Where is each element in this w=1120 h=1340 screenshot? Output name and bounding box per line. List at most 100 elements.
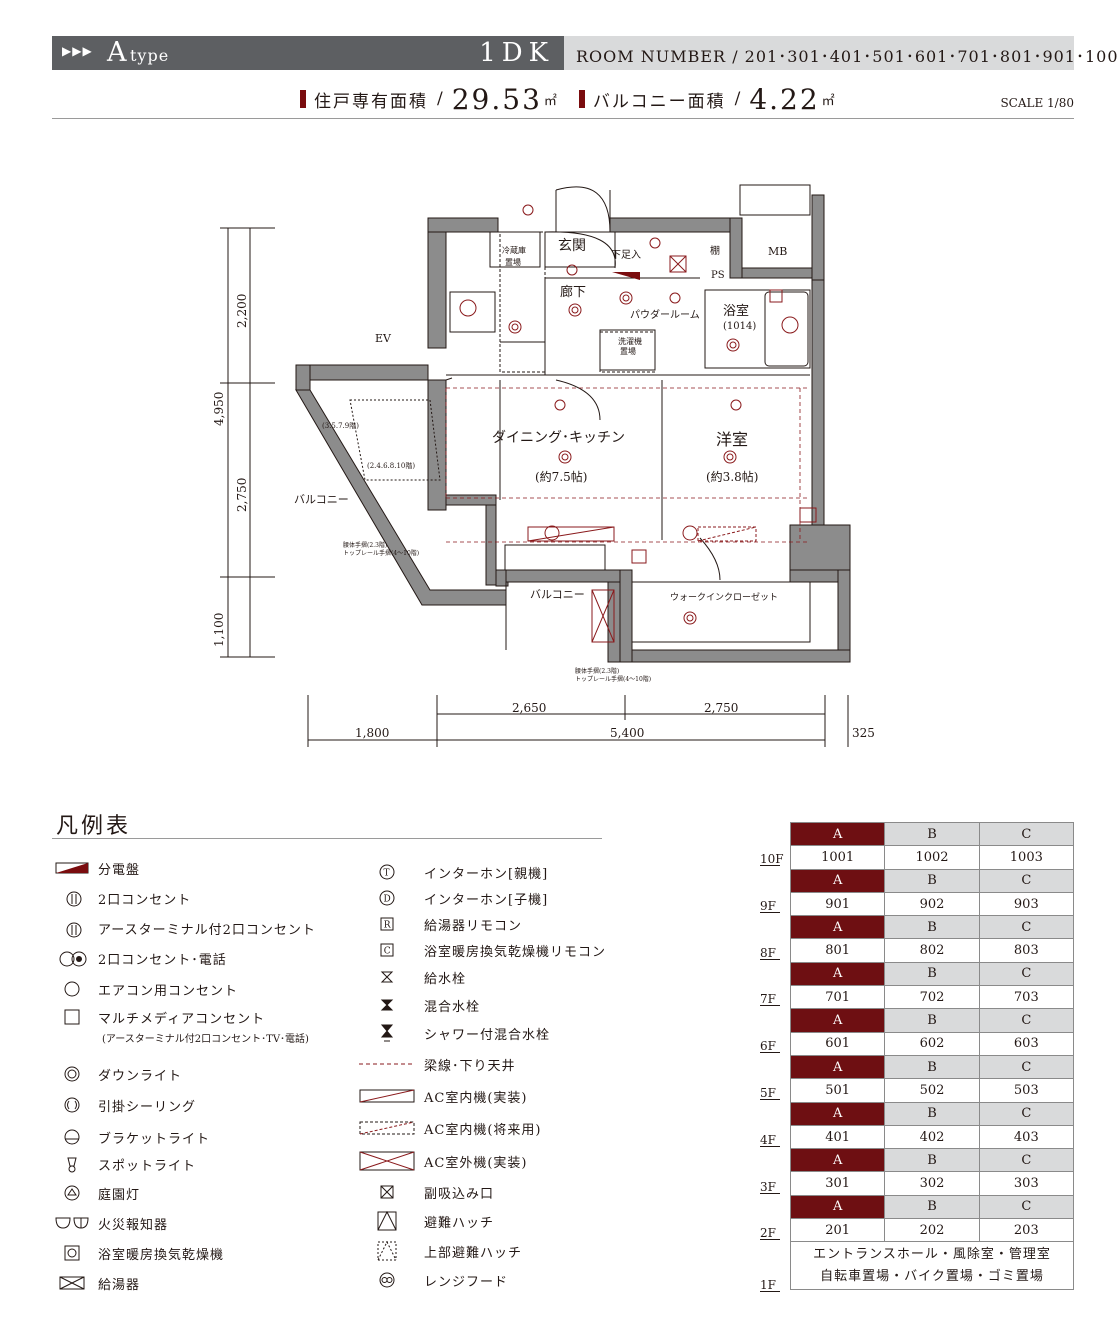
floor-plan: EV 玄関 下足入 冷蔵庫 置場 廊下 棚 PS MB パウダールーム 浴室 (… (212, 184, 875, 747)
ac-indoor-icon (356, 1086, 418, 1106)
rail-note-2: トップレール手摺(4〜10階) (343, 549, 419, 557)
floor-label: 7F (760, 993, 780, 1007)
type-word: type (130, 46, 170, 65)
bath-size: (1014) (723, 321, 756, 332)
legend-label: AC室内機(実装) (424, 1090, 528, 1106)
svg-text:C: C (384, 947, 391, 957)
room-cell: 902 (884, 891, 980, 917)
area-marker-icon (578, 90, 585, 108)
fire-alarm-icon (52, 1213, 92, 1233)
legend-item: 梁線･下り天井 (356, 1052, 516, 1076)
dim-v-total: 4,950 (212, 392, 226, 426)
outlet-2-icon (52, 888, 92, 908)
layout-label: 1DK (479, 38, 554, 68)
balcony-area-value: 4.22 (749, 82, 820, 116)
area-unit: ㎡ (821, 93, 835, 109)
balcony-south-label: バルコニー (530, 588, 585, 601)
western-room-label: 洋室 (716, 430, 748, 449)
room-cell: 402 (884, 1124, 980, 1150)
wic-label: ウォークインクローゼット (670, 591, 778, 603)
legend-item: AC室内機(実装) (356, 1084, 527, 1108)
room-cell: 601 (789, 1031, 886, 1056)
legend-label: 分電盤 (98, 862, 141, 878)
type-cell: C (978, 1194, 1075, 1220)
legend-item: 庭園灯 (52, 1181, 140, 1205)
legend-item: 上部避難ハッチ (356, 1239, 522, 1263)
ps-label: PS (711, 270, 725, 281)
type-cell: A (789, 1008, 886, 1033)
western-room-size: (約3.8帖) (706, 469, 758, 484)
legend-label: 2口コンセント･電話 (98, 952, 227, 968)
room-cell: 602 (884, 1031, 980, 1056)
room-cell: 701 (789, 985, 886, 1010)
legend-label: 引掛シーリング (98, 1099, 197, 1115)
ev-label: EV (375, 332, 392, 345)
room-number-text: ROOM NUMBER / 201･301･401･501･601･701･80… (576, 47, 1120, 66)
room-cell: 502 (884, 1078, 980, 1103)
legend-label: 上部避難ハッチ (424, 1245, 523, 1261)
legend-item: スポットライト (52, 1152, 196, 1176)
type-cell: B (884, 915, 980, 940)
legend-item: AC室内機(将来用) (356, 1116, 541, 1140)
area-summary: 住戸専有面積 / 29.53 ㎡ バルコニー面積 / 4.22 ㎡ (300, 82, 857, 116)
divider (52, 118, 1074, 119)
area-unit: ㎡ (543, 93, 557, 109)
legend-label: 庭園灯 (98, 1187, 141, 1203)
legend-item: 分電盤 (52, 856, 140, 880)
type-cell: C (978, 1054, 1075, 1080)
type-cell: A (789, 1148, 886, 1173)
legend-title: 凡例表 (56, 814, 132, 839)
multimedia-icon (52, 1007, 92, 1027)
legend-label: 火災報知器 (98, 1217, 169, 1233)
type-cell: B (884, 1008, 980, 1033)
dk-size: (約7.5帖) (535, 469, 587, 484)
legend-item: AC室外機(実装) (356, 1149, 527, 1173)
room-cell: 1003 (978, 845, 1075, 870)
type-cell: C (978, 961, 1075, 987)
floor-label: 3F (760, 1181, 780, 1194)
outlet-earth-icon (52, 918, 92, 938)
room-cell: 501 (789, 1078, 886, 1103)
floor-label: 8F (760, 947, 780, 960)
area-separator: / (437, 89, 443, 109)
spotlight-icon (52, 1154, 92, 1174)
dk-label: ダイニング･キッチン (492, 430, 625, 446)
area-separator: / (734, 89, 741, 109)
room-cell: 303 (978, 1171, 1075, 1196)
type-letter: A (107, 37, 127, 68)
intercom-slave-icon: D (356, 888, 418, 908)
ceiling-icon (52, 1095, 92, 1115)
bracket-light-icon (52, 1127, 92, 1147)
room-cell: 503 (978, 1078, 1075, 1103)
dim-h-total: 5,400 (610, 726, 644, 740)
legend-label: 梁線･下り天井 (424, 1058, 516, 1074)
legend-item: 混合水栓 (356, 993, 480, 1017)
type-cell: A (789, 1194, 886, 1220)
entrance-label: 玄関 (558, 237, 586, 254)
type-cell: B (884, 961, 980, 987)
legend-item: 副吸込み口 (356, 1180, 494, 1204)
room-cell: 802 (884, 938, 980, 963)
legend-item: エアコン用コンセント (52, 977, 238, 1001)
range-hood-icon (356, 1270, 418, 1290)
mb-label: MB (768, 245, 787, 258)
dim-h-a: 2,650 (512, 701, 546, 715)
type-cell: B (884, 1194, 980, 1220)
floor-label: 6F (760, 1040, 780, 1054)
legend-label: AC室内機(将来用) (424, 1122, 542, 1138)
legend-label: 浴室暖房換気乾燥機リモコン (424, 944, 607, 960)
floor-label: 5F (760, 1087, 780, 1100)
room-cell: 903 (978, 891, 1075, 917)
svg-text:R: R (384, 921, 391, 931)
room-cell: 401 (789, 1124, 886, 1150)
shower-faucet-icon (356, 1023, 418, 1043)
type-cell: C (978, 1101, 1075, 1126)
legend-item: ブラケットライト (52, 1125, 210, 1149)
room-cell: 1001 (789, 845, 886, 870)
upper-hatch-icon (356, 1240, 418, 1261)
floor-label: 4F (760, 1134, 780, 1147)
type-cell: C (978, 1148, 1075, 1173)
multimedia-sub-note: (アースターミナル付2口コンセント･TV･電話) (102, 1034, 309, 1045)
